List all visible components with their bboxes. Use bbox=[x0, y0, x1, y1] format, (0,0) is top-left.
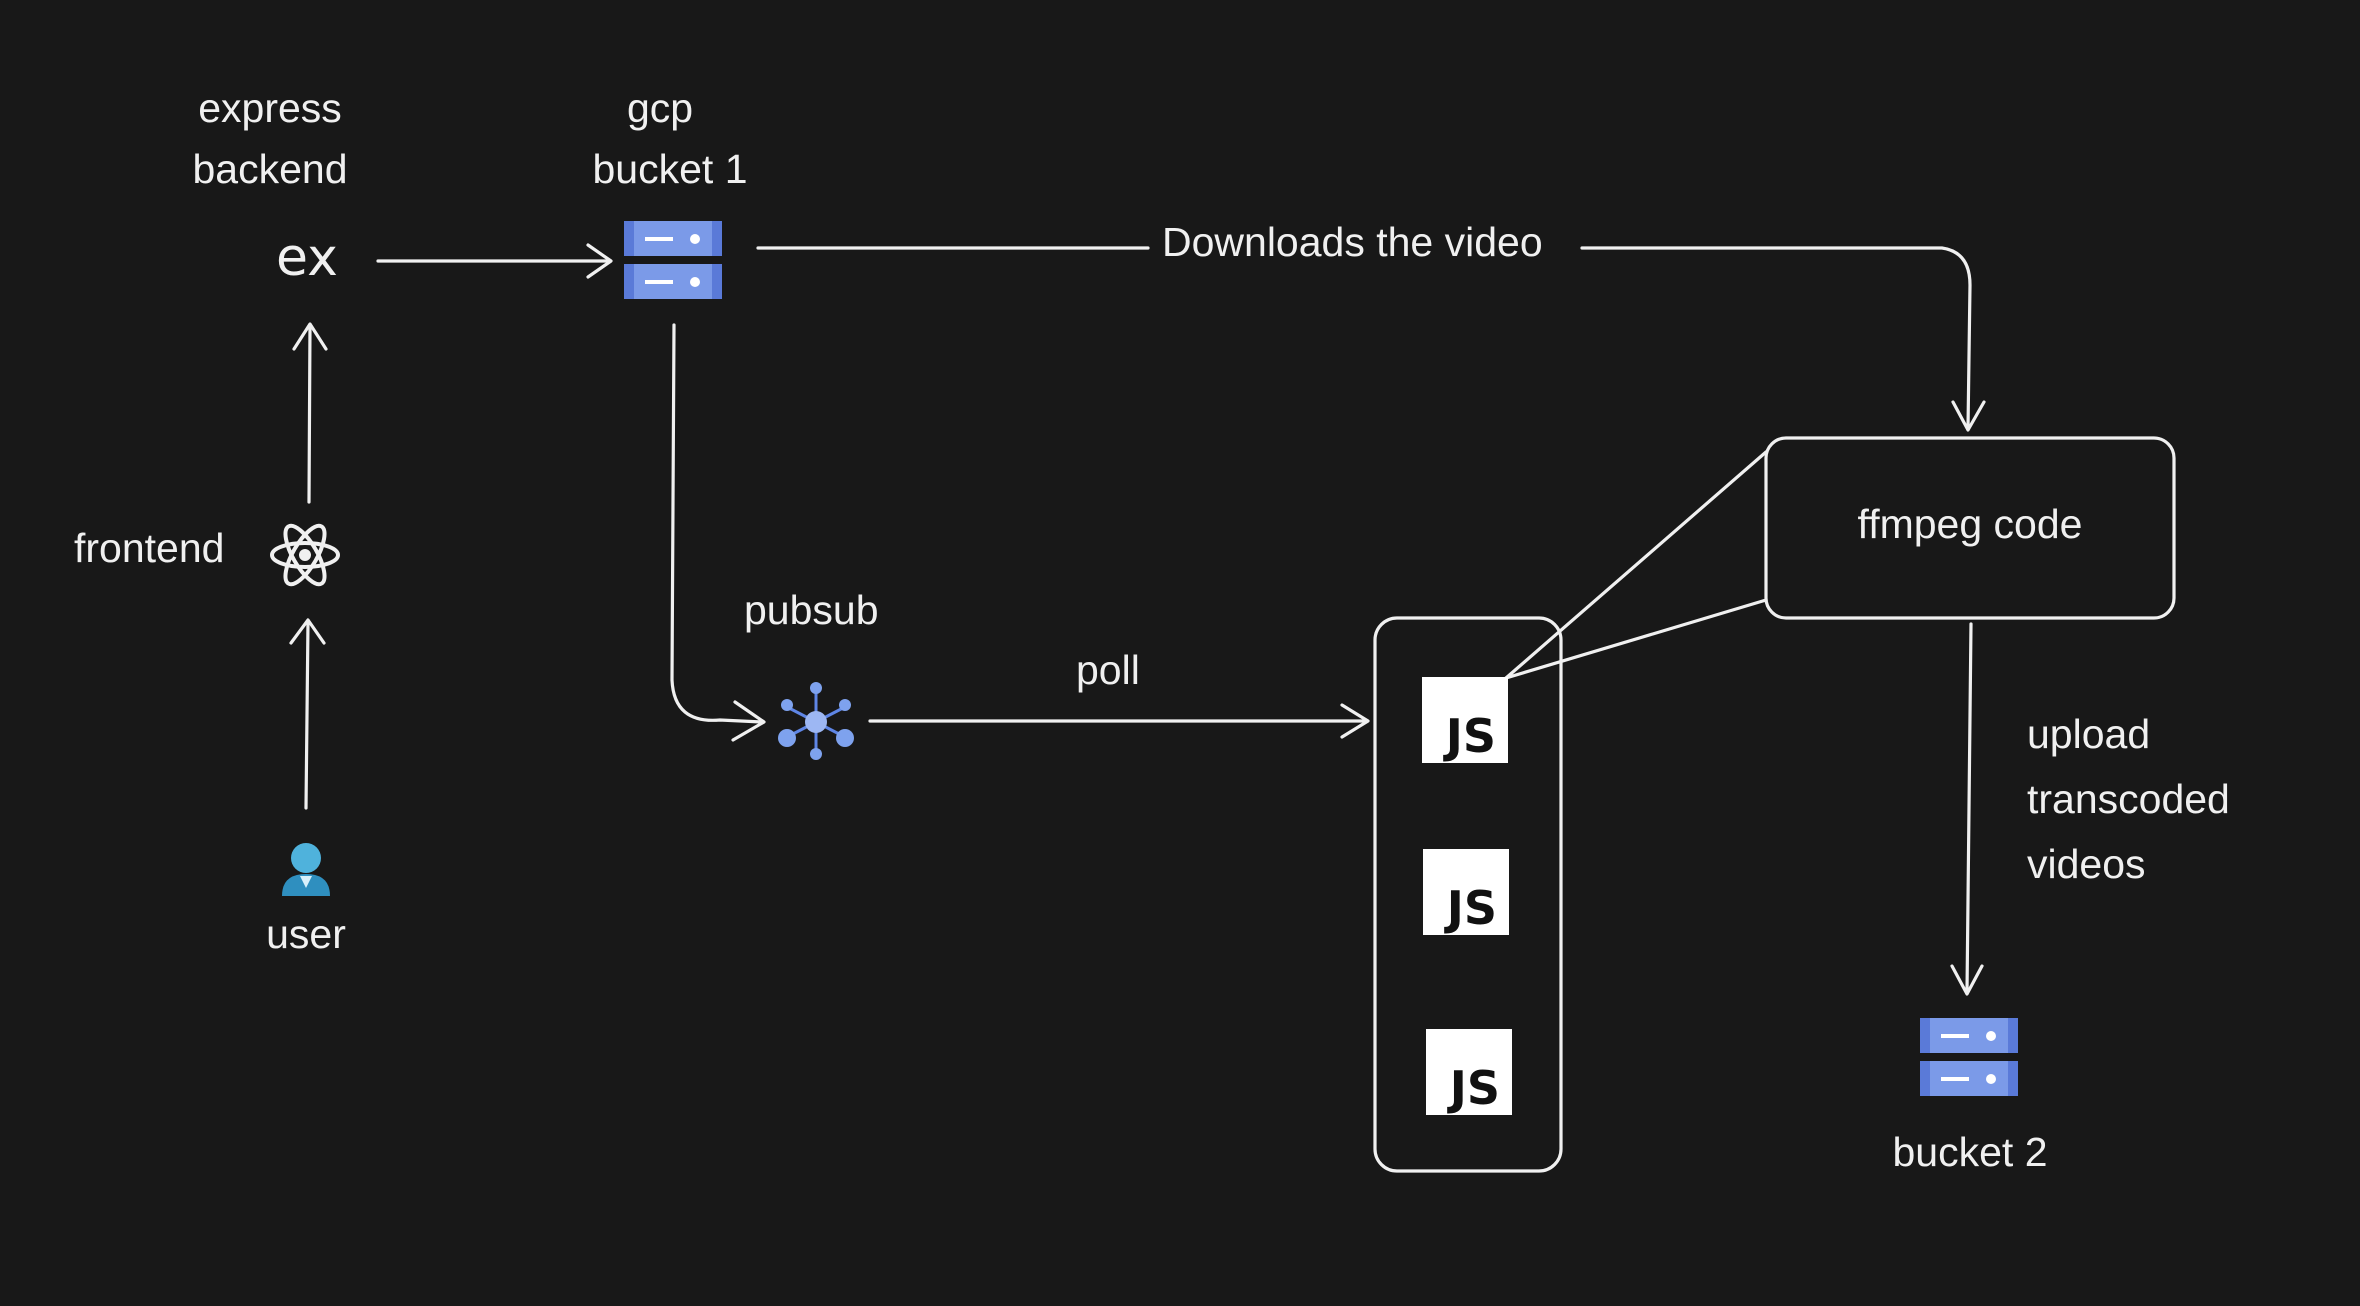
arrow-upload-transcoded bbox=[1950, 622, 1984, 996]
javascript-icon: JS bbox=[1426, 1029, 1512, 1115]
arrow-frontend-to-express bbox=[292, 322, 328, 504]
upload-edge-label: upload transcoded videos bbox=[2027, 714, 2230, 885]
upload-label-line3: videos bbox=[2027, 841, 2146, 887]
frontend-label: frontend bbox=[74, 525, 225, 571]
javascript-icon: JS bbox=[1422, 677, 1508, 763]
ffmpeg-label: ffmpeg code bbox=[1857, 501, 2083, 547]
react-icon bbox=[270, 523, 340, 587]
connector-worker-ffmpeg-top bbox=[1504, 450, 1768, 680]
arrow-express-to-bucket1 bbox=[376, 243, 613, 279]
poll-edge-label: poll bbox=[1076, 647, 1140, 693]
arrow-bucket1-to-pubsub bbox=[670, 323, 766, 742]
ffmpeg-box bbox=[1764, 436, 2176, 620]
javascript-icon: JS bbox=[1423, 849, 1509, 935]
express-icon: ex bbox=[276, 228, 338, 288]
svg-text:JS: JS bbox=[1447, 1061, 1500, 1115]
pubsub-label: pubsub bbox=[744, 587, 879, 633]
svg-text:JS: JS bbox=[1443, 709, 1496, 763]
pubsub-hub-icon bbox=[778, 682, 854, 760]
user-icon bbox=[282, 843, 330, 896]
express-label-line2: backend bbox=[192, 146, 348, 192]
express-label-line1: express bbox=[198, 85, 342, 131]
arrow-poll bbox=[868, 703, 1370, 739]
gcp-bucket-label-line2: bucket 1 bbox=[592, 146, 748, 192]
gcp-bucket-1-label: gcp bucket 1 bbox=[580, 88, 760, 190]
express-backend-label: express backend bbox=[180, 88, 360, 190]
storage-bucket-icon bbox=[624, 221, 722, 299]
arrow-user-to-frontend bbox=[289, 618, 326, 810]
upload-label-line1: upload bbox=[2027, 711, 2151, 757]
upload-label-line2: transcoded bbox=[2027, 776, 2230, 822]
workers-container bbox=[1373, 616, 1563, 1173]
user-label: user bbox=[266, 911, 346, 957]
gcp-bucket-label-line1: gcp bbox=[626, 85, 694, 131]
connector-worker-ffmpeg-bottom bbox=[1504, 598, 1768, 680]
storage-bucket-icon bbox=[1920, 1018, 2018, 1096]
bucket-2-label: bucket 2 bbox=[1892, 1129, 2048, 1175]
arrow-downloads-video bbox=[756, 246, 1986, 432]
svg-text:JS: JS bbox=[1444, 881, 1497, 935]
downloads-edge-label: Downloads the video bbox=[1162, 219, 1543, 265]
